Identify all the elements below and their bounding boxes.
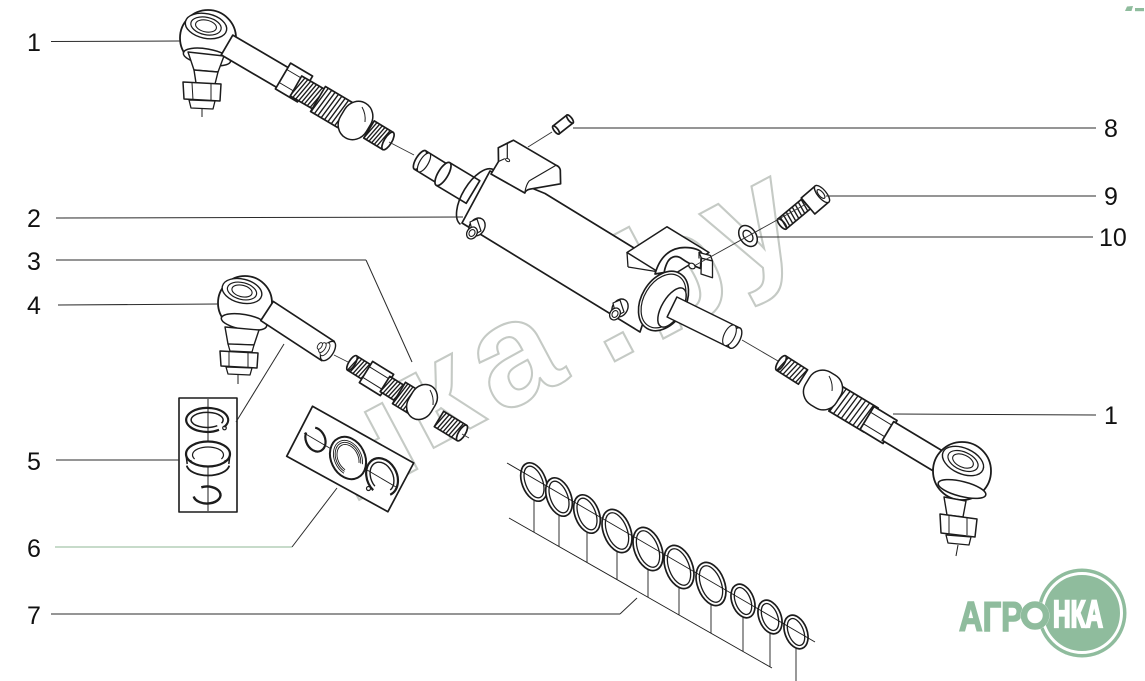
svg-text:2: 2	[27, 205, 41, 233]
svg-text:1: 1	[1104, 402, 1118, 430]
svg-text:9: 9	[1104, 183, 1118, 211]
svg-text:АГР: АГР	[959, 593, 1023, 640]
svg-text:7: 7	[27, 602, 41, 630]
svg-text:5: 5	[27, 448, 41, 476]
svg-text:4: 4	[27, 292, 41, 320]
svg-text:6: 6	[27, 535, 41, 563]
svg-text:10: 10	[1099, 224, 1127, 252]
svg-text:3: 3	[27, 248, 41, 276]
svg-text:НКА: НКА	[1053, 594, 1103, 636]
svg-text:1: 1	[27, 29, 41, 57]
svg-text:8: 8	[1104, 115, 1118, 143]
